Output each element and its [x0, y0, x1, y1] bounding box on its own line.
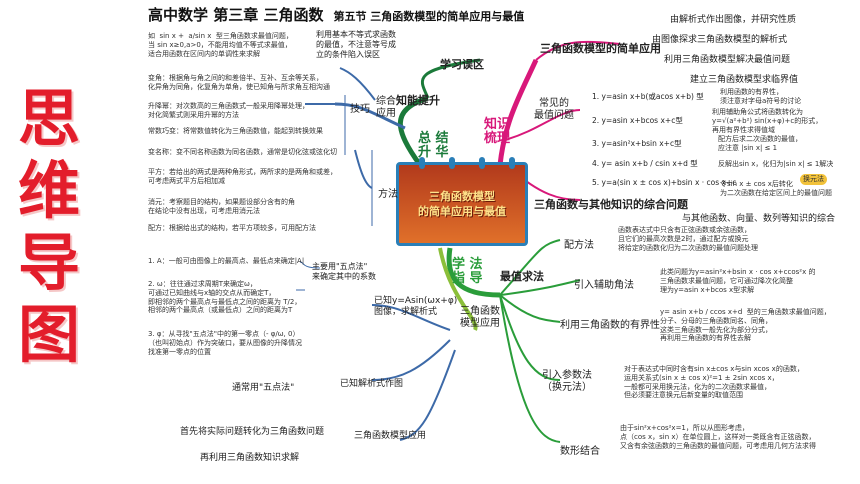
hub-knowledge: 知识 梳理 [484, 117, 511, 147]
binder-ring [509, 157, 515, 169]
app-4: 建立三角函数模型求临界值 [690, 75, 799, 85]
node-methods: 方法 [378, 189, 398, 200]
node-extreme: 最值求法 [500, 270, 544, 283]
node-complete-square: 配方法 [564, 240, 594, 251]
card-title-line2: 的简单应用与最值 [418, 205, 506, 219]
node-draw-graph: 已知解析式作图 [340, 379, 404, 389]
node-graph-method: 已知y=Asin(ωx+φ) 图像，求解析式 [374, 296, 458, 318]
five-point-note-1: 1. A：一般可由图像上的最高点、最低点来确定|A| [148, 257, 305, 265]
param-note: 对于表达式中同时含有sin x±cos x与sin xcos x的函数， 运用关… [624, 365, 804, 400]
node-ability: 知能提升 [396, 94, 440, 107]
method-3: 配方：根据给出式的结构，若平方项较多，可用配方法 [148, 224, 316, 232]
node-synthesis: 三角函数与其他知识的综合问题 [534, 198, 688, 211]
node-shape: 数形结合 [560, 446, 600, 457]
bounded-note: y= asin x+b / ccos x+d 型的三角函数求最值问题， 分子、分… [660, 308, 831, 343]
node-five-point-main: 主要用"五点法" 来确定其中的系数 [312, 262, 376, 281]
type-3-note: 配方后求二次函数的最值， 应注意 |sin x| ≤ 1 [718, 135, 802, 152]
type-5-note: 令sin x ± cos x后转化 为二次函数在给定区间上的最值问题 [720, 180, 832, 197]
complete-square-note: 函数表达式中只含有正弦函数或余弦函数， 且它们的最高次数是2时，通过配方或换元 … [618, 226, 758, 252]
type-1-note: 利用函数的有界性， 须注意对字母a符号的讨论 [720, 88, 802, 105]
app-step-1: 首先将实际问题转化为三角函数问题 [180, 427, 325, 437]
mistake-example: 如 sin x + a/sin x 型三角函数求最值问题， 当 sin x≥0,… [148, 32, 293, 58]
type-4-note: 反解出sin x，化归为|sin x| ≤ 1解决 [718, 160, 834, 168]
app-3: 利用三角函数模型解决最值问题 [664, 55, 791, 65]
node-bounded: 利用三角函数的有界性 [560, 320, 660, 331]
page-title: 高中数学 第三章 三角函数第五节 三角函数模型的简单应用与最值 [148, 4, 524, 25]
card-title-line1: 三角函数模型 [429, 190, 495, 203]
node-aux-angle: 引入辅助角法 [574, 280, 634, 291]
skill-1: 变角：根据角与角之间的和差倍半、互补、互余等关系， 化异角为同角，化复角为单角，… [148, 74, 330, 91]
app-1: 由解析式作出图像，并研究性质 [670, 15, 797, 25]
type-2: 2. y=asin x+bcos x+c型 [592, 116, 683, 125]
skill-3: 常数巧变：将常数值转化为三角函数值，能起到转换效果 [148, 127, 323, 135]
type-5: 5. y=a(sin x ± cos x)+bsin x · cos x+c [592, 178, 737, 187]
card-title: 三角函数模型 的简单应用与最值 [407, 189, 517, 220]
side-title-char-4: 图 [18, 298, 81, 371]
node-mistakes: 学习误区 [440, 58, 484, 71]
hub-summary: 总 结 升 华 [418, 131, 449, 161]
side-title-char-1: 思 [18, 82, 81, 155]
binder-ring [449, 157, 455, 169]
method-1: 平方：若给出的两式是两种角形式，两所求的是两角和或差， 可考虑两式平方后相加减 [148, 168, 337, 185]
type-1: 1. y=asin x+b(或acos x+b) 型 [592, 92, 704, 101]
app-step-2: 再利用三角函数知识求解 [200, 453, 300, 463]
five-point-note-3: 3. φ：从寻找"五点法"中的第一零点（- φ/ω, 0） （也叫初始点）作为突… [148, 330, 302, 356]
binder-ring [479, 157, 485, 169]
method-2: 消元：考察题目的结构，如果题设部分含有的角 在结论中没有出现，可考虑用消元法 [148, 198, 295, 215]
type-3: 3. y=asin²x+bsin x+c型 [592, 139, 682, 148]
synthesis-1: 与其他函数、向量、数列等知识的综合 [682, 214, 836, 224]
hub-method: 学 法 指 导 [452, 257, 483, 287]
page-subtitle: 第五节 三角函数模型的简单应用与最值 [333, 10, 525, 23]
skill-4: 变名称：变不同名称函数为同名函数，通常是切化弦或弦化切 [148, 148, 337, 156]
page-title-main: 高中数学 第三章 三角函数 [148, 6, 324, 24]
mistake-main: 利用基本不等式求函数 的最值，不注意等号成 立的条件陷入误区 [316, 30, 396, 59]
aux-angle-note: 此类问题为y=asin²x+bsin x · cos x+ccos²x 的 三角… [660, 268, 816, 294]
node-app-model: 三角函数模型应用 [354, 431, 427, 441]
node-common: 常见的 最值问题 [534, 98, 574, 121]
node-model-app: 三角函数 模型应用 [460, 306, 500, 329]
skill-2: 升降幂：对次数高的三角函数式一般采用降幂处理， 对化简繁式则采用升幂的方法 [148, 102, 309, 119]
binder-ring [419, 157, 425, 169]
type-2-note: 利用辅助角公式将函数转化为 y=√(a²+b²) sin(x+φ)+c的形式， … [712, 108, 823, 134]
node-skills: 技巧 [350, 104, 370, 115]
node-comprehensive: 综合 应用 [376, 96, 396, 119]
five-point-usual: 通常用"五点法" [232, 383, 295, 393]
node-param: 引入参数法 （换元法） [542, 370, 592, 393]
node-simple-app: 三角函数模型的简单应用 [540, 42, 661, 55]
side-title-char-3: 导 [18, 226, 81, 299]
central-card: 三角函数模型 的简单应用与最值 [396, 157, 528, 246]
type-4: 4. y= asin x+b / csin x+d 型 [592, 159, 698, 168]
substitution-tag: 换元法 [800, 174, 827, 185]
app-2: 由图像探求三角函数模型的解析式 [652, 35, 788, 45]
side-title-char-2: 维 [18, 154, 81, 227]
five-point-note-2: 2. ω：往往通过求周期T来确定ω， 可通过已知曲线与x轴的交点从而确定T， 即… [148, 280, 302, 315]
shape-note: 由于sin²x+cos²x=1，所以从图形考虑， 点（cos x，sin x）在… [620, 424, 816, 450]
